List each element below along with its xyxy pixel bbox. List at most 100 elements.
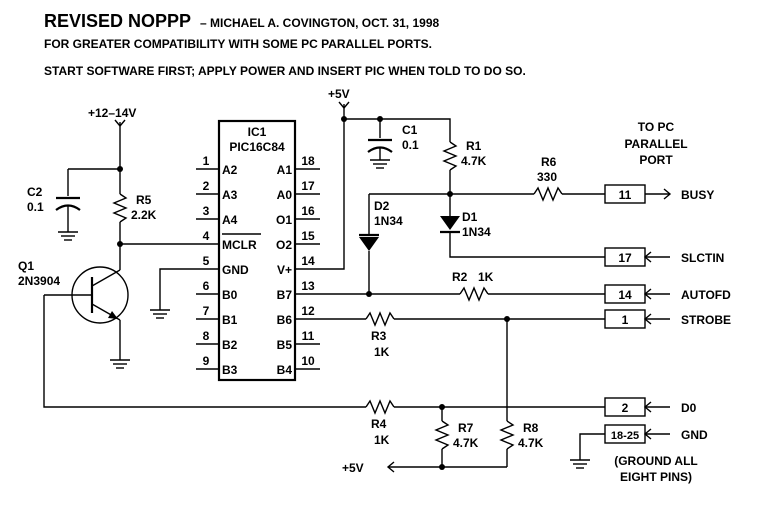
d2-diode-icon [359, 237, 379, 251]
pin-name: A0 [277, 188, 293, 202]
pin-number: 10 [301, 354, 315, 368]
pin-name-mclr: MCLR [222, 238, 257, 252]
ground-note-1: (GROUND ALL [614, 454, 698, 468]
r4-ref: R4 [371, 417, 387, 431]
r3-resistor [365, 311, 395, 327]
pin-name: B2 [222, 338, 238, 352]
ic1-part: PIC16C84 [229, 140, 285, 154]
ground-icon [110, 359, 130, 369]
pin-name: B7 [277, 288, 293, 302]
r1-value: 4.7K [461, 154, 487, 168]
r2-value: 1K [478, 270, 494, 284]
r5-resistor [112, 193, 128, 223]
r8-resistor [499, 420, 515, 450]
r8-ref: R8 [523, 421, 539, 435]
q1-collector [91, 269, 121, 287]
pin-name: B5 [277, 338, 293, 352]
port-signal-label: SLCTIN [681, 251, 724, 265]
ic-gnd-wire [159, 268, 219, 310]
port-pin-d0: 2 D0 [604, 397, 697, 417]
pin-number: 13 [301, 279, 315, 293]
port-signal-label: GND [681, 428, 708, 442]
ic1-body [217, 119, 297, 382]
ic1-left-pin-stubs [196, 168, 219, 370]
port-signal-label: BUSY [681, 188, 714, 202]
pin-number: 4 [203, 229, 210, 243]
arrow-left-icon [643, 288, 652, 300]
pin-name: O2 [276, 238, 292, 252]
pin-number: 17 [301, 179, 315, 193]
slctin-wire [449, 232, 605, 258]
r7-ref: R7 [458, 421, 474, 435]
port-gnd-wire [579, 433, 605, 460]
port-pin-busy: 11 BUSY [604, 184, 714, 204]
c1-value: 0.1 [402, 138, 419, 152]
c2-ref: C2 [27, 185, 43, 199]
pin-name: B4 [277, 363, 293, 377]
c1-ref: C1 [402, 123, 418, 137]
r2-resistor [459, 286, 489, 302]
junction-dot [439, 464, 445, 470]
ground-note-2: EIGHT PINS) [620, 470, 692, 484]
q1-value: 2N3904 [18, 274, 60, 288]
q1-emitter-arrow-icon [108, 311, 118, 319]
r2-ref: R2 [452, 270, 468, 284]
r6-resistor [533, 186, 563, 202]
pin-number: 2 [203, 179, 210, 193]
ic1-right-pins: 18 A1 17 A0 16 O1 15 O2 14 V+ 13 B7 12 B… [276, 154, 315, 377]
vdd-bottom-label: +5V [342, 461, 364, 475]
d0-wire [43, 295, 366, 408]
ic1-right-pin-stubs [295, 168, 320, 370]
ground-icon [370, 159, 390, 169]
pin-name: O1 [276, 213, 292, 227]
ic1-left-pins: 1 A2 2 A3 3 A4 4 MCLR 5 GND 6 B0 7 B1 8 … [203, 154, 261, 377]
vplus-wire [295, 118, 451, 270]
schematic-title: REVISED NOPPP [44, 11, 191, 31]
port-pin-gnd: 18-25 GND [570, 424, 708, 469]
port-pin-autofd: 14 AUTOFD [604, 284, 731, 304]
pin-name: A3 [222, 188, 238, 202]
q1-ref: Q1 [18, 259, 34, 273]
arrow-left-icon [643, 313, 652, 325]
r7-resistor [434, 420, 450, 450]
ground-icon [58, 231, 78, 241]
port-pin-number: 14 [618, 288, 632, 302]
d1-ref: D1 [462, 210, 478, 224]
ground-icon [150, 309, 170, 319]
arrow-left-icon [643, 428, 652, 440]
c2-value: 0.1 [27, 200, 44, 214]
r6-value: 330 [537, 170, 557, 184]
port-pin-number: 18-25 [611, 430, 639, 442]
arrow-left-icon [643, 401, 652, 413]
port-title-3: PORT [639, 153, 673, 167]
r4-value: 1K [374, 433, 390, 447]
r5-ref: R5 [136, 193, 152, 207]
d2-ref: D2 [374, 199, 390, 213]
r7-value: 4.7K [453, 436, 479, 450]
pin-name: B6 [277, 313, 293, 327]
pin-name: B3 [222, 363, 238, 377]
port-signal-label: STROBE [681, 313, 731, 327]
c1-plate-bottom [367, 146, 393, 153]
pin-name: V+ [277, 263, 292, 277]
schematic-note: START SOFTWARE FIRST; APPLY POWER AND IN… [44, 64, 526, 78]
port-pin-number: 17 [618, 251, 632, 265]
r6-ref: R6 [541, 155, 557, 169]
r4-resistor [365, 399, 395, 415]
author-byline: – MICHAEL A. COVINGTON, OCT. 31, 1998 [200, 16, 440, 30]
r8-value: 4.7K [518, 436, 544, 450]
vdd-top-label: +5V [328, 87, 350, 101]
port-title-1: TO PC [638, 120, 675, 134]
pin-name: GND [222, 263, 249, 277]
pin-number: 3 [203, 204, 210, 218]
pin-number: 1 [203, 154, 210, 168]
pin-number: 16 [301, 204, 315, 218]
pin-number: 15 [301, 229, 315, 243]
r5-value: 2.2K [131, 208, 157, 222]
pin-number: 6 [203, 279, 210, 293]
port-pin-number: 11 [619, 188, 632, 202]
d1-value: 1N34 [462, 225, 491, 239]
pin-number: 9 [203, 354, 210, 368]
arrow-right-icon [663, 188, 672, 200]
